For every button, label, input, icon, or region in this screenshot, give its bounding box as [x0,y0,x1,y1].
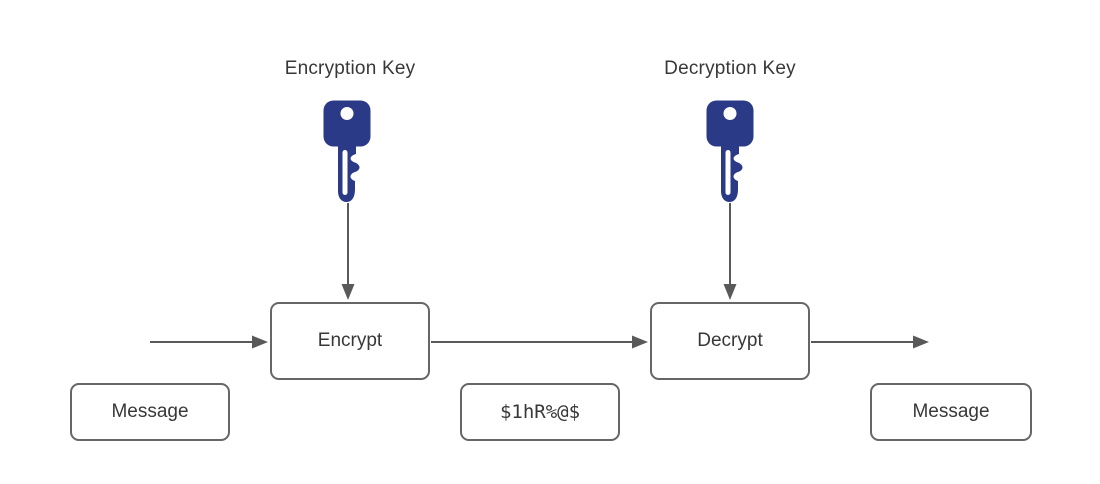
ciphertext-box: $1hR%@$ [460,383,620,441]
decrypt-box-label: Decrypt [697,330,763,351]
message-box-left-label: Message [111,401,189,422]
decrypt-box: Decrypt [650,302,810,380]
arrow-enc-key-to-encrypt [341,203,355,300]
key-icon [323,100,371,202]
encrypt-box-label: Encrypt [317,330,383,351]
arrow-into-encrypt [150,335,268,349]
arrow-dec-key-to-decrypt [723,203,737,300]
arrow-out-of-decrypt [811,335,929,349]
arrow-encrypt-to-decrypt [431,335,648,349]
ciphertext-label: $1hR%@$ [499,401,581,423]
encryption-key-label: Encryption Key [284,58,416,79]
message-box-right-label: Message [912,401,990,422]
key-icon [706,100,754,202]
decryption-key-label: Decryption Key [664,58,796,79]
encrypt-box: Encrypt [270,302,430,380]
message-box-left: Message [70,383,230,441]
message-box-right: Message [870,383,1032,441]
